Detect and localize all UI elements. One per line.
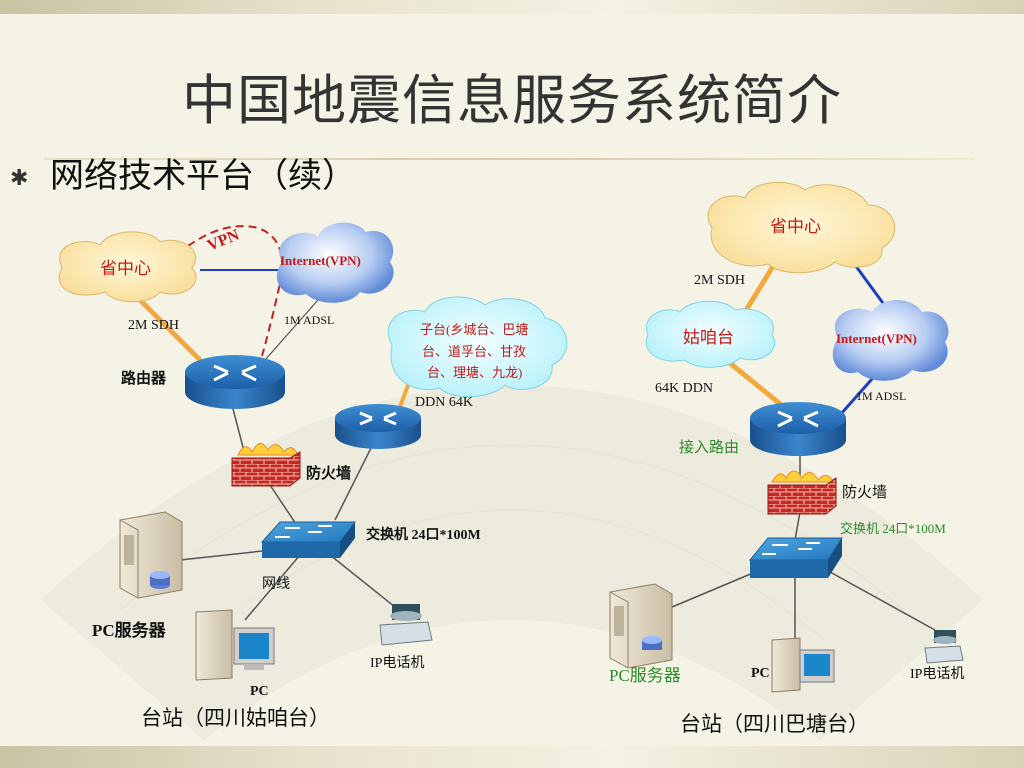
right-links — [664, 253, 936, 640]
left-internet-cloud — [276, 222, 394, 303]
right-ddn-label: 64K DDN — [655, 381, 713, 396]
right-province-cloud — [707, 181, 896, 274]
left-internet-label: Internet(VPN) — [280, 253, 361, 268]
right-internet-label: Internet(VPN) — [836, 331, 917, 346]
right-station-label: 姑咱台 — [683, 328, 734, 347]
left-pc-icon — [195, 609, 275, 681]
right-ip-phone-icon — [924, 630, 964, 664]
left-substation-label-2: 台、道孚台、甘孜 — [422, 344, 527, 359]
right-pc-icon — [771, 637, 835, 693]
left-ddn-label: DDN 64K — [415, 395, 473, 410]
left-router-icon — [185, 355, 285, 409]
page-title: 中国地震信息服务系统简介 — [182, 69, 842, 132]
right-firewall-icon — [767, 470, 837, 515]
left-switch-icon — [260, 521, 356, 558]
right-sdh-label: 2M SDH — [694, 273, 745, 288]
left-firewall-label: 防火墙 — [306, 466, 352, 482]
right-internet-cloud — [832, 300, 949, 381]
right-adsl-label: 1M ADSL — [856, 389, 907, 403]
left-adsl-label: 1M ADSL — [284, 313, 335, 327]
right-caption: 台站（四川巴塘台） — [680, 712, 869, 736]
bottom-decor-bar — [0, 746, 1024, 768]
right-pc-label: PC — [751, 666, 770, 681]
right-router-label: 接入路由 — [679, 440, 740, 456]
title-rule — [44, 158, 974, 160]
left-ip-phone-icon — [379, 604, 433, 646]
right-station-cloud — [645, 300, 776, 368]
left-caption: 台站（四川姑咱台） — [141, 706, 330, 730]
right-router-icon — [750, 402, 846, 456]
left-substation-label-3: 台、理塘、九龙) — [427, 365, 523, 380]
top-decor-bar — [0, 0, 1024, 14]
left-phone-label: IP电话机 — [370, 656, 425, 671]
right-province-label: 省中心 — [770, 217, 821, 236]
left-sdh-label: 2M SDH — [128, 318, 179, 333]
left-firewall-icon — [231, 443, 301, 487]
left-substation-label-1: 子台(乡城台、巴塘 — [420, 322, 529, 337]
right-phone-label: IP电话机 — [910, 667, 965, 682]
left-province-cloud — [58, 231, 197, 303]
left-pc-label: PC — [250, 684, 269, 699]
left-server-icon — [119, 511, 183, 599]
page-subtitle: 网络技术平台（续） — [50, 156, 356, 196]
left-substation-cloud — [387, 296, 568, 398]
left-province-label: 省中心 — [100, 259, 151, 278]
right-server-icon — [609, 583, 673, 669]
right-switch-icon — [748, 537, 843, 578]
right-switch-label: 交换机 24口*100M — [840, 521, 946, 536]
left-server-label: PC服务器 — [92, 621, 166, 640]
left-ddn-router-icon — [335, 404, 421, 449]
right-firewall-label: 防火墙 — [842, 485, 888, 501]
left-router-label: 路由器 — [121, 371, 167, 387]
right-server-label: PC服务器 — [609, 666, 681, 685]
left-cable-label: 网线 — [262, 577, 290, 592]
left-switch-label: 交换机 24口*100M — [366, 528, 481, 543]
bullet-icon: ✱ — [10, 166, 29, 191]
